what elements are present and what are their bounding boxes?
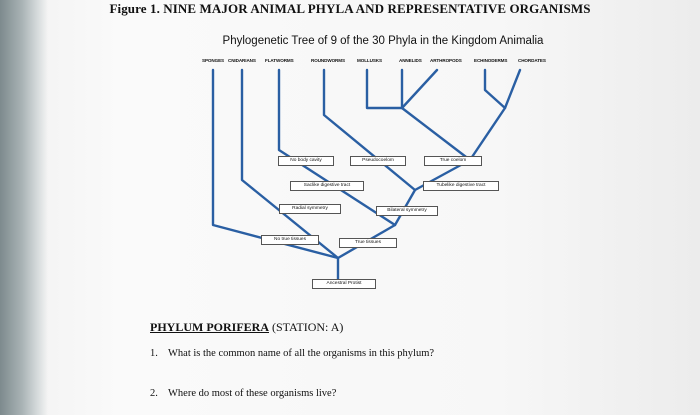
- phylum-label-sponges: SPONGES: [202, 58, 225, 63]
- branch-sponges: [211, 68, 340, 260]
- phylum-label-annelids: ANNELIDS: [399, 58, 422, 63]
- phylum-label-arthropods: ARTHROPODS: [430, 58, 462, 63]
- label-true-tissues: True tissues: [339, 238, 397, 248]
- phylum-label-cnidarians: CNIDARIANS: [228, 58, 256, 63]
- phylum-label-echinoderms: ECHINODERMS: [474, 58, 508, 63]
- label-no-true-tissues: No true tissues: [261, 235, 319, 245]
- label-no-body-cavity: No body cavity: [278, 156, 334, 166]
- label-bilateral-symmetry: Bilateral symmetry: [376, 206, 438, 216]
- page-edge-shadow: [0, 0, 48, 415]
- phylum-label-chordates: CHORDATES: [518, 58, 546, 63]
- question-number: 2.: [150, 388, 158, 399]
- section-heading: PHYLUM PORIFERA (STATION: A): [150, 320, 343, 335]
- question-text: What is the common name of all the organ…: [168, 348, 435, 359]
- phylum-label-roundworms: ROUNDWORMS: [311, 58, 345, 63]
- tree-title: Phylogenetic Tree of 9 of the 30 Phyla i…: [222, 35, 544, 47]
- label-tubelike-digestive-tract: Tubelike digestive tract: [423, 181, 499, 191]
- label-ancestral-protist: Ancestral Protist: [312, 279, 376, 289]
- station-label: (STATION: A): [269, 320, 344, 334]
- question-text: Where do most of these organisms live?: [168, 388, 337, 399]
- label-pseudocoelom: Pseudocoelom: [350, 156, 406, 166]
- phylum-label-mollusks: MOLLUSKS: [357, 58, 382, 63]
- branch-cnidarians: [240, 68, 340, 260]
- question-number: 1.: [150, 348, 158, 359]
- label-radial-symmetry: Radial symmetry: [279, 204, 341, 214]
- branch-echinoderms: [483, 68, 507, 110]
- branch-arthropods: [400, 68, 472, 162]
- figure-title: Figure 1. NINE MAJOR ANIMAL PHYLA AND RE…: [109, 1, 591, 16]
- branch-chordates: [468, 68, 522, 162]
- question-1: 1. What is the common name of all the org…: [150, 348, 434, 359]
- branch-mollusks: [365, 68, 404, 110]
- branch-flatworms: [277, 68, 397, 227]
- phylum-label-flatworms: FLATWORMS: [265, 58, 294, 63]
- label-saclike-digestive-tract: Saclike digestive tract: [290, 181, 364, 191]
- label-true-coelom: True coelom: [424, 156, 482, 166]
- phylum-name: PHYLUM PORIFERA: [150, 320, 269, 334]
- question-2: 2. Where do most of these organisms live?: [150, 388, 336, 399]
